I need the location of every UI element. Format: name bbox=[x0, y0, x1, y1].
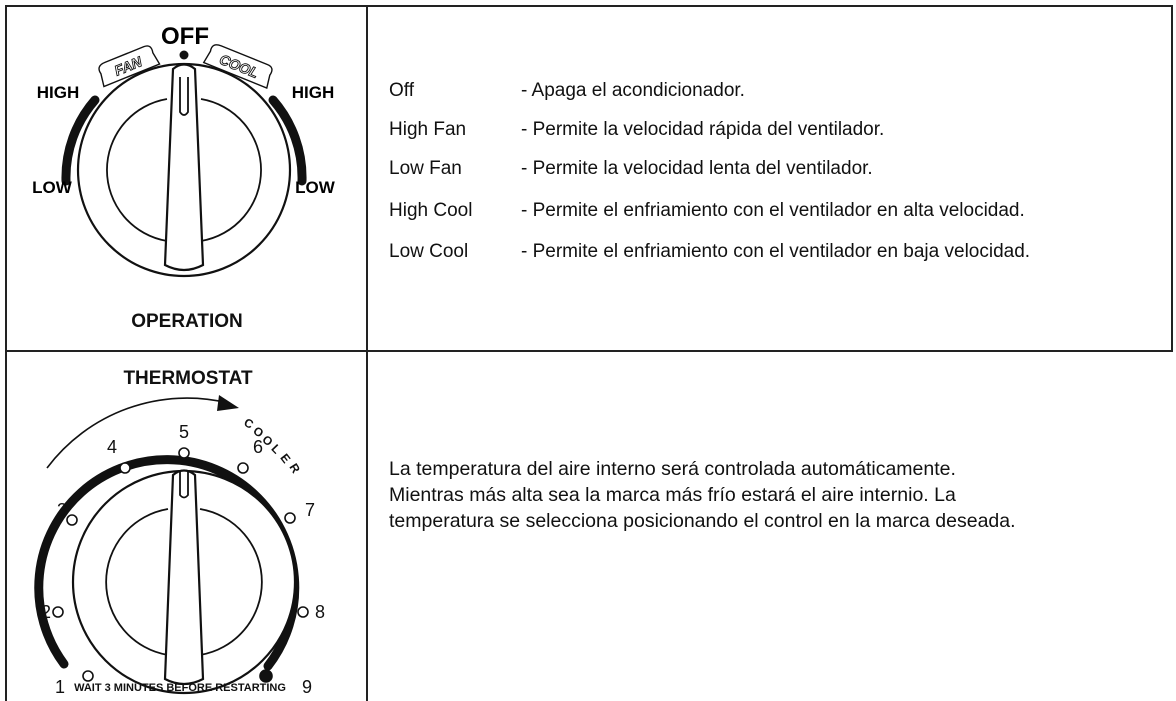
table-border-left bbox=[5, 5, 7, 701]
mark-dot-5 bbox=[178, 447, 190, 459]
cooler-letter: R bbox=[286, 461, 303, 476]
cooler-letter: E bbox=[277, 451, 293, 466]
low-left-label: LOW bbox=[32, 178, 73, 197]
mark-dot-6 bbox=[237, 462, 249, 474]
mark-dot-8 bbox=[297, 606, 309, 618]
mark-dot-2 bbox=[52, 606, 64, 618]
off-dot bbox=[179, 50, 189, 60]
mark-number-9: 9 bbox=[302, 677, 312, 697]
mark-dot-1 bbox=[82, 670, 94, 682]
cooler-arrow-icon bbox=[217, 395, 239, 411]
operation-knob-diagram: FAN COOL OFF HIGH HIGH LOW LOW bbox=[32, 23, 336, 278]
mark-number-6: 6 bbox=[253, 437, 263, 457]
mark-dot-4 bbox=[119, 462, 131, 474]
mode-name: Low Fan bbox=[389, 158, 462, 179]
table-border-top bbox=[5, 5, 1173, 7]
mode-description: - Apaga el acondicionador. bbox=[521, 80, 745, 101]
mark-number-2: 2 bbox=[41, 602, 51, 622]
mode-name: High Cool bbox=[389, 200, 473, 221]
mark-number-4: 4 bbox=[107, 437, 117, 457]
mode-description: - Permite el enfriamiento con el ventila… bbox=[521, 200, 1025, 221]
description-line: La temperatura del aire interno será con… bbox=[389, 458, 956, 480]
thermostat-description: La temperatura del aire interno será con… bbox=[389, 456, 1169, 534]
description-line: Mientras más alta sea la marca más frío … bbox=[389, 484, 956, 506]
mode-description: - Permite la velocidad rápida del ventil… bbox=[521, 119, 885, 140]
mark-number-3: 3 bbox=[57, 500, 67, 520]
table-border-middle bbox=[5, 350, 1173, 352]
fan-badge: FAN bbox=[98, 45, 161, 88]
mode-name: High Fan bbox=[389, 119, 467, 140]
operation-title: OPERATION bbox=[131, 311, 243, 332]
high-left-label: HIGH bbox=[37, 83, 80, 102]
mode-description: - Permite el enfriamiento con el ventila… bbox=[521, 241, 1031, 262]
mode-name: Low Cool bbox=[389, 241, 469, 262]
operation-knob bbox=[76, 62, 292, 278]
mode-description: - Permite la velocidad lenta del ventila… bbox=[521, 158, 873, 179]
mark-dot-7 bbox=[284, 512, 296, 524]
mode-row-high-cool: High Cool - Permite el enfriamiento con e… bbox=[389, 200, 1025, 222]
mode-row-low-fan: Low Fan - Permite la velocidad lenta del … bbox=[389, 158, 873, 180]
off-label: OFF bbox=[161, 23, 209, 50]
thermostat-knob bbox=[71, 469, 297, 695]
temperature-numbers: 1 2 3 4 5 6 7 8 9 bbox=[41, 422, 325, 697]
table-border-right bbox=[1171, 5, 1173, 352]
mode-name: Off bbox=[389, 80, 414, 101]
table-border-divider bbox=[366, 5, 368, 701]
restart-warning: WAIT 3 MINUTES BEFORE RESTARTING bbox=[74, 682, 286, 694]
left-speed-arc bbox=[61, 95, 100, 186]
mark-dot-9 bbox=[259, 669, 273, 683]
mark-number-5: 5 bbox=[179, 422, 189, 442]
mode-row-off: Off - Apaga el acondicionador. bbox=[389, 80, 745, 102]
mode-row-low-cool: Low Cool - Permite el enfriamiento con el… bbox=[389, 241, 1030, 263]
low-right-label: LOW bbox=[295, 178, 336, 197]
thermostat-title: THERMOSTAT bbox=[123, 368, 253, 389]
right-speed-arc bbox=[268, 95, 307, 186]
mark-dot-3 bbox=[66, 514, 78, 526]
high-right-label: HIGH bbox=[292, 83, 335, 102]
temperature-marks bbox=[52, 447, 309, 683]
mode-row-high-fan: High Fan - Permite la velocidad rápida de… bbox=[389, 119, 884, 141]
description-line: temperatura se selecciona posicionando e… bbox=[389, 510, 1016, 532]
mark-number-7: 7 bbox=[305, 500, 315, 520]
cooler-direction-arc bbox=[46, 397, 229, 469]
mark-number-1: 1 bbox=[55, 677, 65, 697]
mark-number-8: 8 bbox=[315, 602, 325, 622]
